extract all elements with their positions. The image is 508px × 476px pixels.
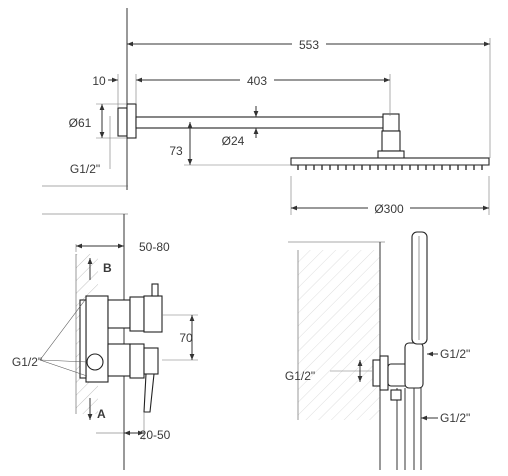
hand-shower (411, 231, 428, 345)
mixer-lever (143, 373, 155, 413)
shower-hose (396, 388, 406, 470)
valve-outlet-port (86, 353, 104, 371)
dim-wall-offset: 10 (92, 74, 106, 88)
diverter-handle (143, 295, 163, 333)
dim-arm-length: 403 (247, 74, 267, 88)
dim-head-diameter: Ø300 (374, 202, 404, 216)
dim-thread-right-left: G1/2" (285, 369, 315, 383)
dim-thread-right-upper: G1/2" (440, 347, 470, 361)
wall-outlet (379, 355, 389, 391)
dim-valve-spacing: 70 (179, 331, 193, 345)
shower-arm-view: 553 403 10 Ø61 G1/2" Ø24 73 Ø300 (42, 8, 491, 216)
dim-arm-diameter: Ø24 (222, 134, 245, 148)
dim-thread-right-lower: G1/2" (440, 411, 470, 425)
hand-shower-view: G1/2" G1/2" G1/2" (285, 231, 470, 470)
port-b-label: B (103, 261, 112, 275)
dim-head-drop: 73 (169, 144, 183, 158)
shower-head (290, 157, 490, 166)
dim-thread-left: G1/2" (12, 355, 42, 369)
wall-flange (117, 107, 128, 137)
mixer-valve-view: B A 50-80 70 G1/2" 20-50 (12, 213, 198, 470)
port-a-label: A (97, 407, 106, 421)
shower-arm (135, 116, 387, 129)
dim-flange-diameter: Ø61 (69, 116, 92, 130)
dim-protrusion-range: 20-50 (140, 428, 171, 442)
dim-total-length: 553 (299, 38, 319, 52)
dim-depth-range: 50-80 (139, 240, 170, 254)
dim-thread-top: G1/2" (70, 162, 100, 176)
